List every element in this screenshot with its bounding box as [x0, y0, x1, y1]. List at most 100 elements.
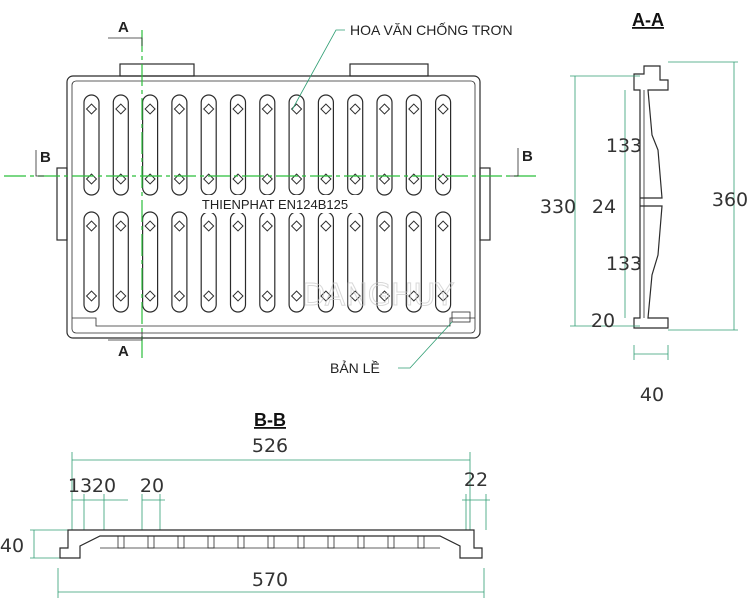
- anti-slip-diamond: [144, 290, 156, 302]
- hinge-block: [451, 311, 471, 323]
- dim-22: 22: [464, 469, 488, 491]
- anti-slip-diamond: [437, 103, 449, 115]
- anti-slip-diamond: [173, 103, 186, 115]
- callout-leader-hinge: [398, 321, 453, 369]
- anti-slip-diamond: [203, 103, 215, 115]
- section-aa-profile: [633, 65, 669, 329]
- callout-pattern: HOA VĂN CHỐNG TRƠN: [350, 21, 513, 38]
- anti-slip-diamond: [437, 220, 449, 232]
- anti-slip-diamond: [408, 220, 420, 232]
- slot: [376, 94, 393, 196]
- callout-leader-pattern: [291, 29, 345, 111]
- bb-rib: [267, 535, 275, 549]
- anti-slip-diamond: [290, 220, 303, 232]
- slot: [142, 211, 159, 313]
- anti-slip-diamond: [261, 290, 273, 302]
- anti-slip-diamond: [115, 103, 127, 115]
- hinge-line: [72, 317, 475, 327]
- anti-slip-diamond: [408, 103, 420, 115]
- anti-slip-diamond: [173, 290, 186, 302]
- anti-slip-diamond: [232, 290, 244, 302]
- dim-24: 24: [592, 196, 616, 218]
- anti-slip-diamond: [115, 290, 127, 302]
- anti-slip-diamond: [85, 220, 98, 232]
- anti-slip-diamond: [349, 290, 361, 302]
- bb-rib: [327, 535, 335, 549]
- slot: [405, 94, 422, 196]
- slot: [112, 211, 129, 313]
- slot: [435, 94, 452, 196]
- bb-rib: [207, 535, 215, 549]
- top-lug-right: [349, 63, 429, 77]
- anti-slip-diamond: [320, 103, 332, 115]
- bb-rib: [237, 535, 245, 549]
- anti-slip-diamond: [203, 220, 215, 232]
- bb-rib: [417, 535, 425, 549]
- anti-slip-diamond: [144, 103, 156, 115]
- slot: [171, 94, 188, 196]
- section-aa: A-A 330 360 133 24 133 20 40: [540, 10, 748, 406]
- anti-slip-diamond: [261, 220, 273, 232]
- dim-330: 330: [540, 196, 576, 218]
- section-marker-a-bottom: [108, 332, 143, 341]
- dim-13: 13: [68, 475, 92, 497]
- side-lug-right: [479, 167, 491, 241]
- slot: [142, 94, 159, 196]
- callout-hinge: BẢN LỀ: [330, 360, 380, 376]
- anti-slip-diamond: [349, 103, 361, 115]
- anti-slip-diamond: [378, 220, 391, 232]
- plan-view: THIENPHAT EN124B125 DANGHUY A A B B HOA …: [4, 19, 540, 376]
- bb-rib: [387, 535, 395, 549]
- dim-20-second: 20: [140, 475, 164, 497]
- section-bb: B-B 526 13 20 20 22 40 570: [0, 410, 490, 598]
- dim-133-upper: 133: [606, 135, 642, 157]
- section-aa-title: A-A: [632, 10, 664, 30]
- slot: [171, 211, 188, 313]
- section-marker-b-right: [510, 148, 519, 177]
- dim-360: 360: [712, 189, 748, 211]
- section-label-b-right: B: [522, 148, 533, 165]
- section-marker-a-top: [108, 37, 143, 46]
- anti-slip-diamond: [378, 290, 391, 302]
- anti-slip-diamond: [261, 103, 273, 115]
- dim-133-lower: 133: [606, 253, 642, 275]
- top-lug-left: [119, 63, 195, 77]
- section-bb-title: B-B: [254, 410, 286, 430]
- dim-40-bb: 40: [0, 535, 24, 557]
- dim-570: 570: [252, 569, 288, 591]
- cover-inner-frame: [71, 80, 476, 334]
- cover-outer-frame: [66, 75, 481, 339]
- watermark: DANGHUY: [302, 278, 454, 313]
- dim-20: 20: [591, 310, 615, 332]
- anti-slip-diamond: [290, 290, 303, 302]
- section-label-b-left: B: [40, 149, 51, 166]
- dim-526: 526: [252, 435, 288, 457]
- bb-rib: [297, 535, 305, 549]
- anti-slip-diamond: [232, 220, 244, 232]
- marking-bg: [188, 195, 362, 213]
- cover-marking: THIENPHAT EN124B125: [202, 197, 348, 212]
- bb-rib: [177, 535, 185, 549]
- anti-slip-diamond: [85, 290, 98, 302]
- anti-slip-diamond: [85, 103, 98, 115]
- anti-slip-diamond: [115, 220, 127, 232]
- bb-rib: [357, 535, 365, 549]
- bb-rib: [117, 535, 125, 549]
- slot: [83, 211, 100, 313]
- section-bb-profile: [59, 529, 483, 559]
- dim-20-first: 20: [92, 475, 116, 497]
- side-lug-left: [56, 167, 68, 241]
- anti-slip-diamond: [144, 220, 156, 232]
- anti-slip-diamond: [378, 103, 391, 115]
- slot: [435, 211, 452, 313]
- dim-40-aa: 40: [640, 384, 664, 406]
- bb-rib: [147, 535, 155, 549]
- anti-slip-diamond: [173, 220, 186, 232]
- anti-slip-diamond: [320, 290, 332, 302]
- anti-slip-diamond: [203, 290, 215, 302]
- section-label-a-bottom: A: [118, 343, 129, 360]
- anti-slip-diamond: [320, 220, 332, 232]
- anti-slip-slots: [83, 94, 452, 313]
- anti-slip-diamond: [408, 290, 420, 302]
